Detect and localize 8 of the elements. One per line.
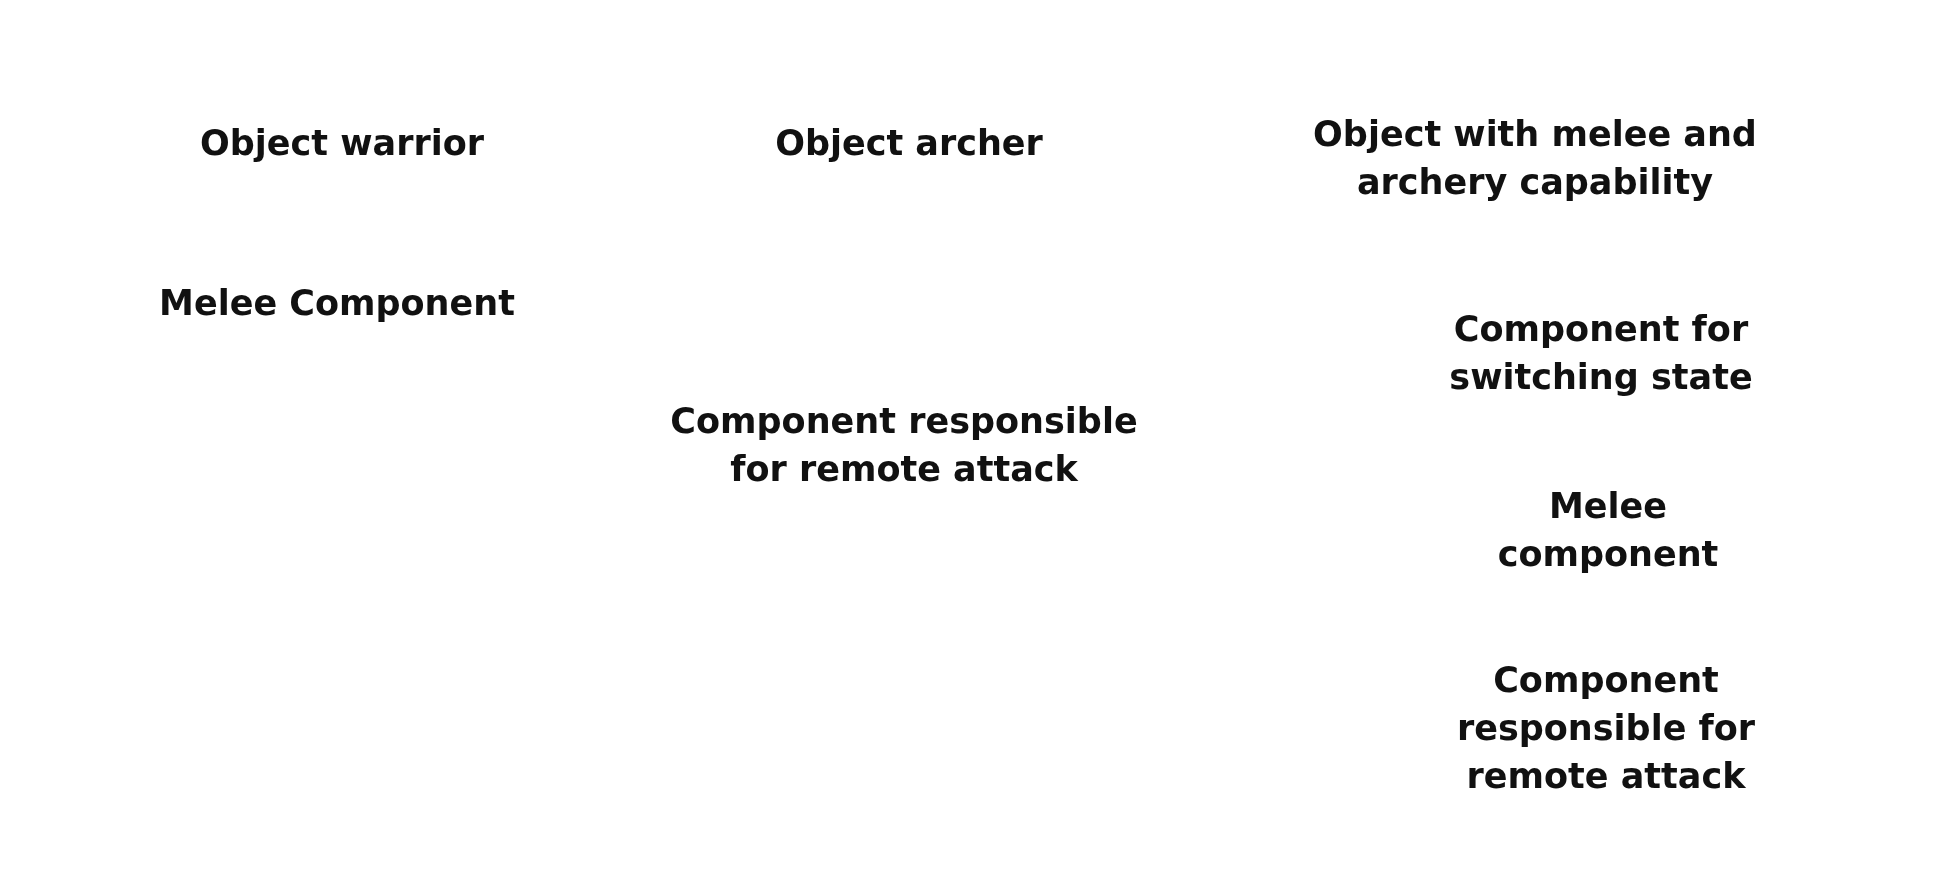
- column-heading: Object with melee and archery capability: [1313, 113, 1757, 204]
- component-label: Component responsible for remote attack: [1456, 659, 1756, 798]
- component-label: Melee component: [1497, 485, 1719, 576]
- column-heading: Object warrior: [200, 122, 484, 165]
- component-label: Component responsible for remote attack: [670, 400, 1138, 491]
- column-heading: Object archer: [775, 122, 1043, 165]
- component-label: Component for switching state: [1449, 308, 1753, 399]
- component-label: Melee Component: [159, 282, 515, 325]
